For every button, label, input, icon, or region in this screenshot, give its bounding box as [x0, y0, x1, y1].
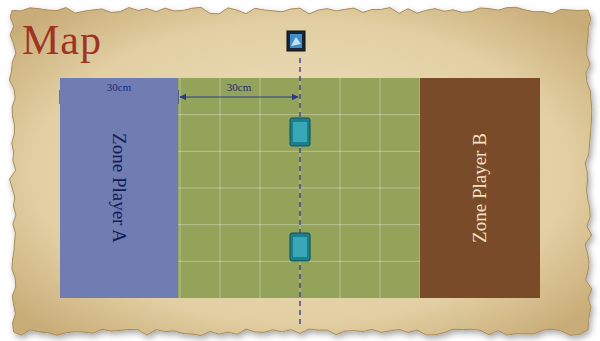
unit-card	[290, 118, 310, 146]
player-zone: Zone Player A	[60, 78, 178, 298]
dimension-label: 30cm	[227, 81, 251, 93]
zone-label: Zone Player B	[469, 133, 491, 243]
center-line	[299, 58, 300, 328]
map-title: Map	[22, 16, 102, 64]
dimension-arrow	[180, 96, 298, 97]
zone-label: Zone Player A	[108, 133, 130, 243]
dimension-label: 30cm	[107, 81, 131, 93]
player-zone: Zone Player B	[420, 78, 540, 298]
objective-icon	[287, 31, 305, 51]
parchment	[9, 7, 592, 335]
unit-card	[290, 233, 310, 261]
